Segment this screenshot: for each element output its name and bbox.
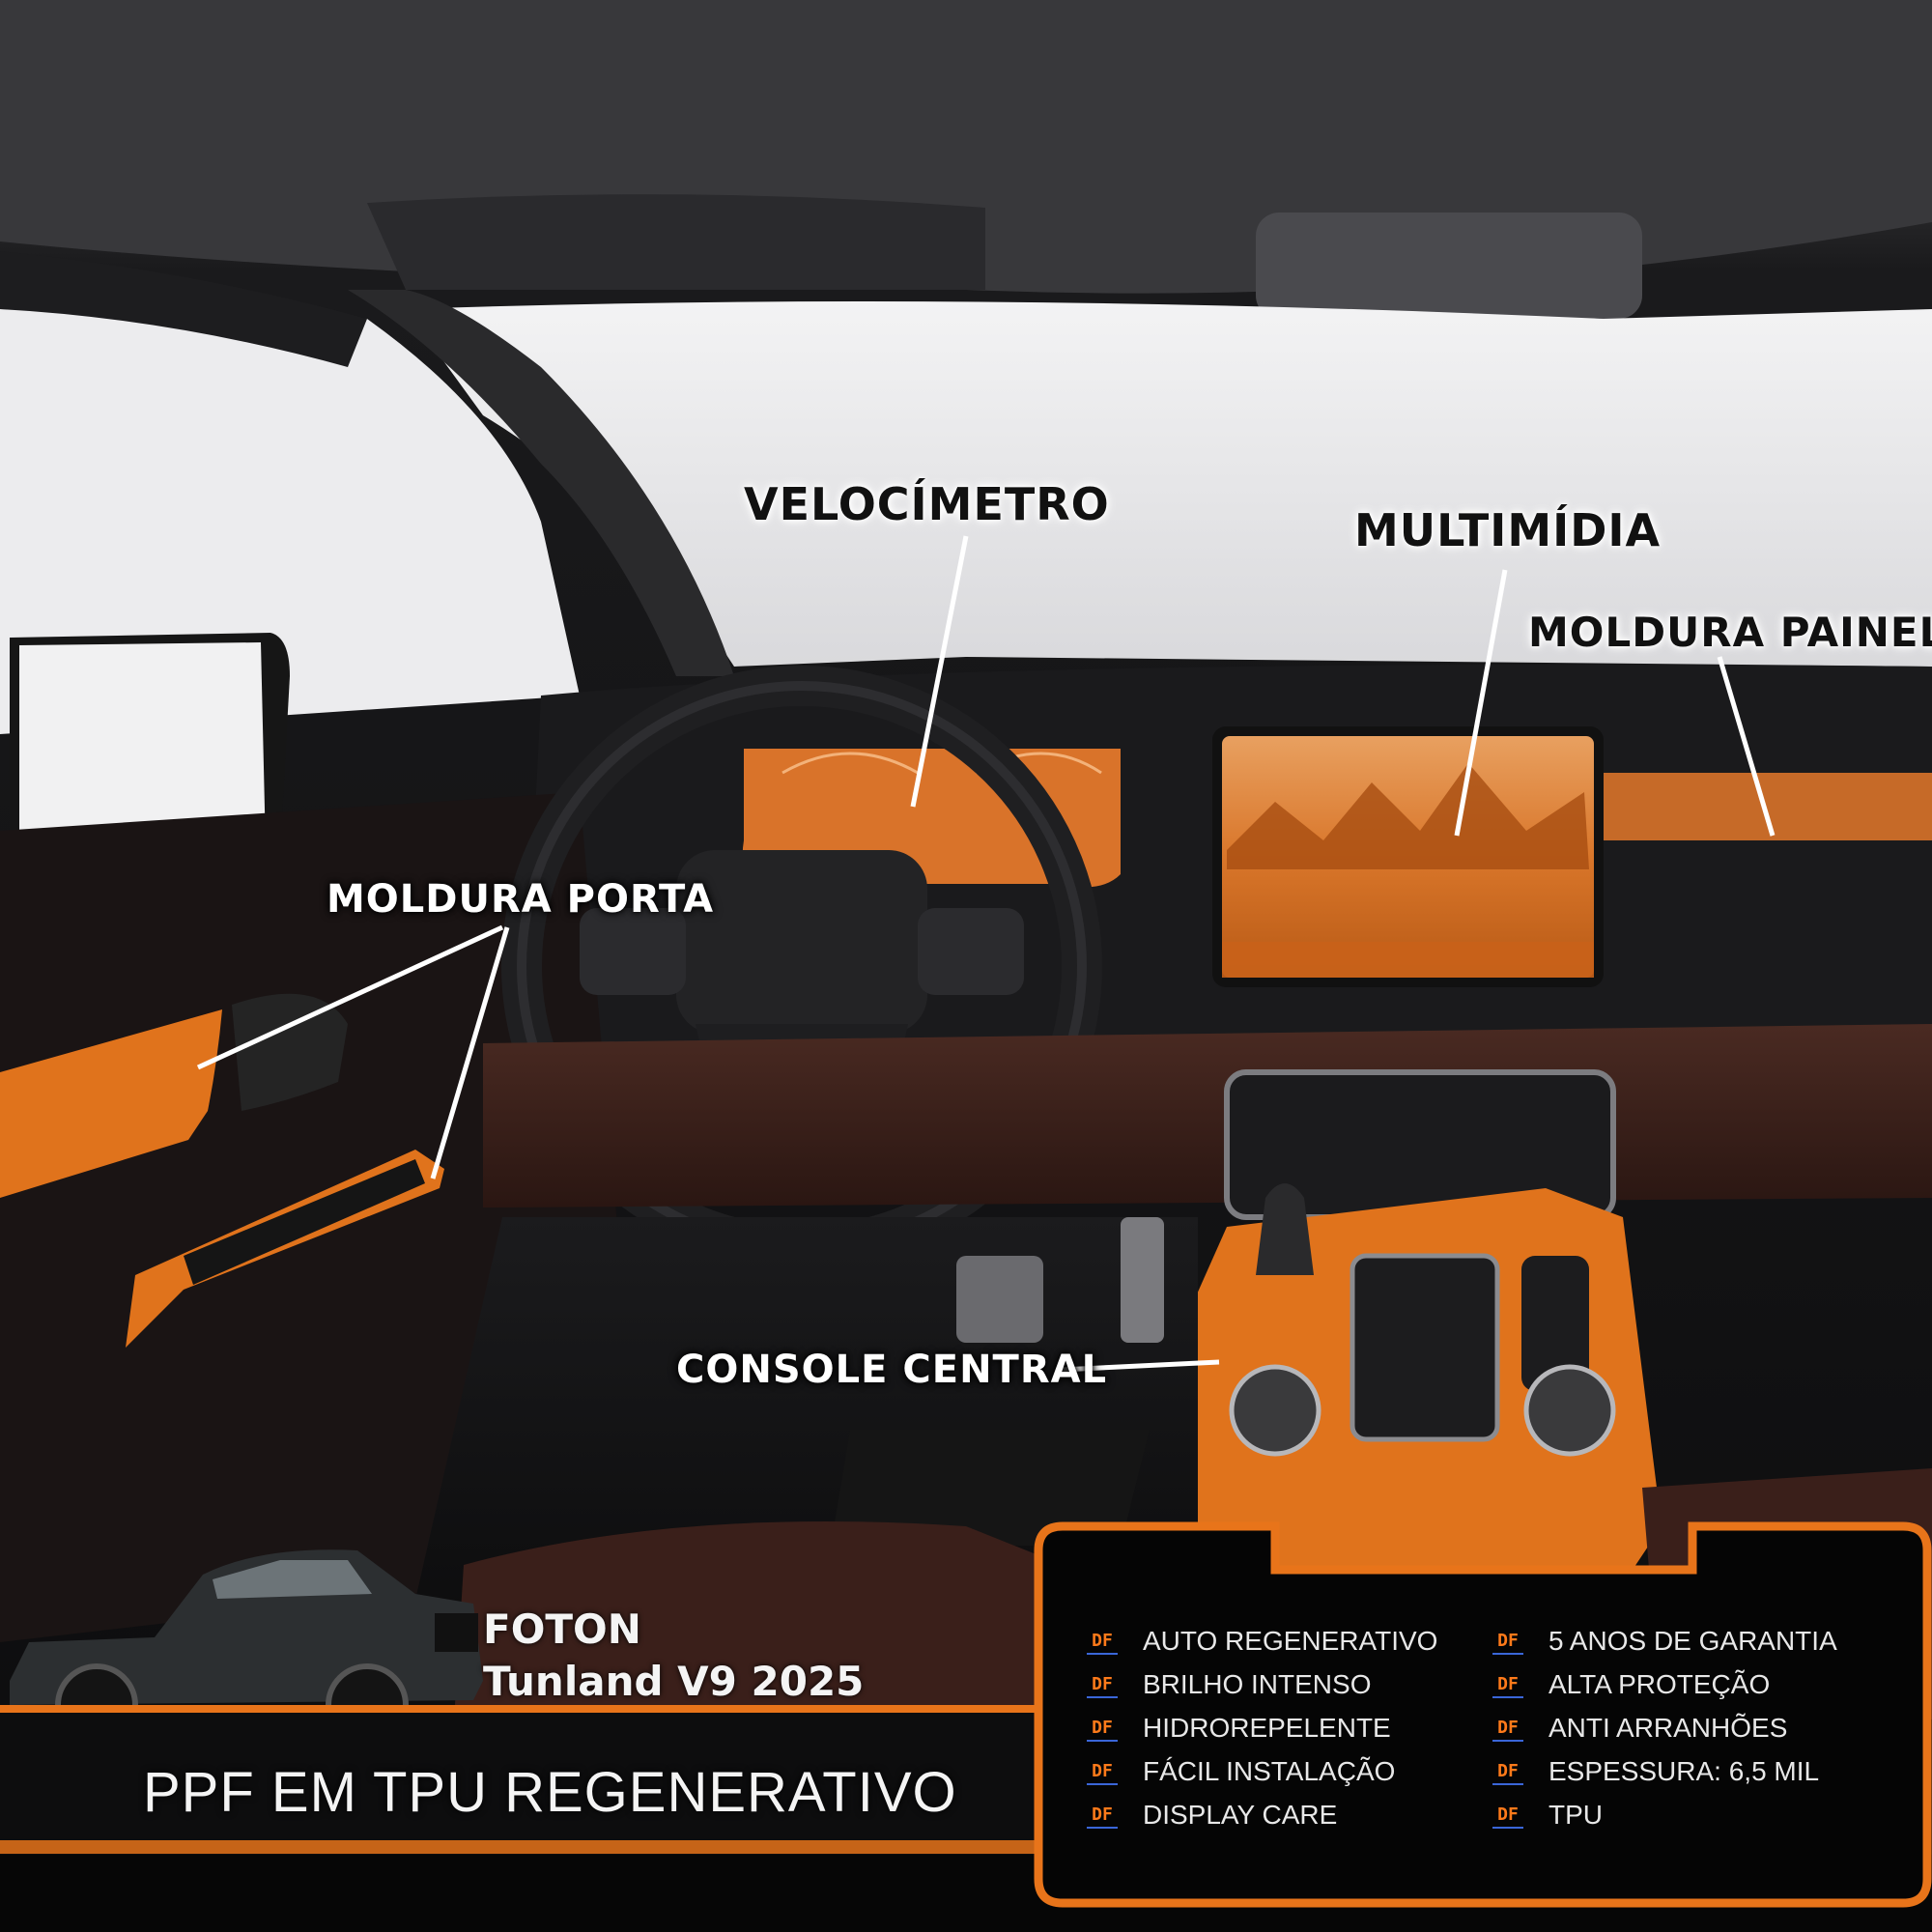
df-logo-icon: DF (1492, 1802, 1523, 1829)
callout-moldura-painel: MOLDURA PAINEL (1528, 609, 1932, 656)
features-box-border (1034, 1521, 1932, 1908)
callout-multimidia: MULTIMÍDIA (1354, 504, 1662, 556)
df-logo-icon: DF (1492, 1671, 1523, 1698)
seat (454, 1521, 1063, 1719)
product-name: FOTON Tunland V9 2025 (483, 1604, 864, 1708)
callout-velocimetro: VELOCÍMETRO (744, 478, 1110, 530)
dash-trim-orange (1604, 773, 1932, 840)
model-name: Tunland V9 2025 (483, 1658, 865, 1705)
banner-band (0, 1710, 1053, 1855)
callout-moldura-porta: MOLDURA PORTA (327, 877, 715, 922)
banner-title: PPF EM TPU REGENERATIVO (143, 1761, 957, 1824)
df-logo-icon: DF (1087, 1671, 1118, 1698)
df-logo-icon: DF (1492, 1715, 1523, 1742)
df-logo-icon: DF (1492, 1758, 1523, 1785)
callout-console-central: CONSOLE CENTRAL (676, 1348, 1108, 1392)
brand-name: FOTON (483, 1605, 641, 1653)
df-logo-icon: DF (1087, 1628, 1118, 1655)
callout-lines (196, 535, 1776, 1373)
df-logo-icon: DF (1087, 1758, 1118, 1785)
df-logo-icon: DF (1087, 1802, 1118, 1829)
door-trim-orange-upper (0, 1009, 222, 1198)
df-logo-icon: DF (1492, 1628, 1523, 1655)
df-logo-icon: DF (1087, 1715, 1118, 1742)
side-window (0, 309, 580, 734)
windshield (406, 301, 1932, 667)
